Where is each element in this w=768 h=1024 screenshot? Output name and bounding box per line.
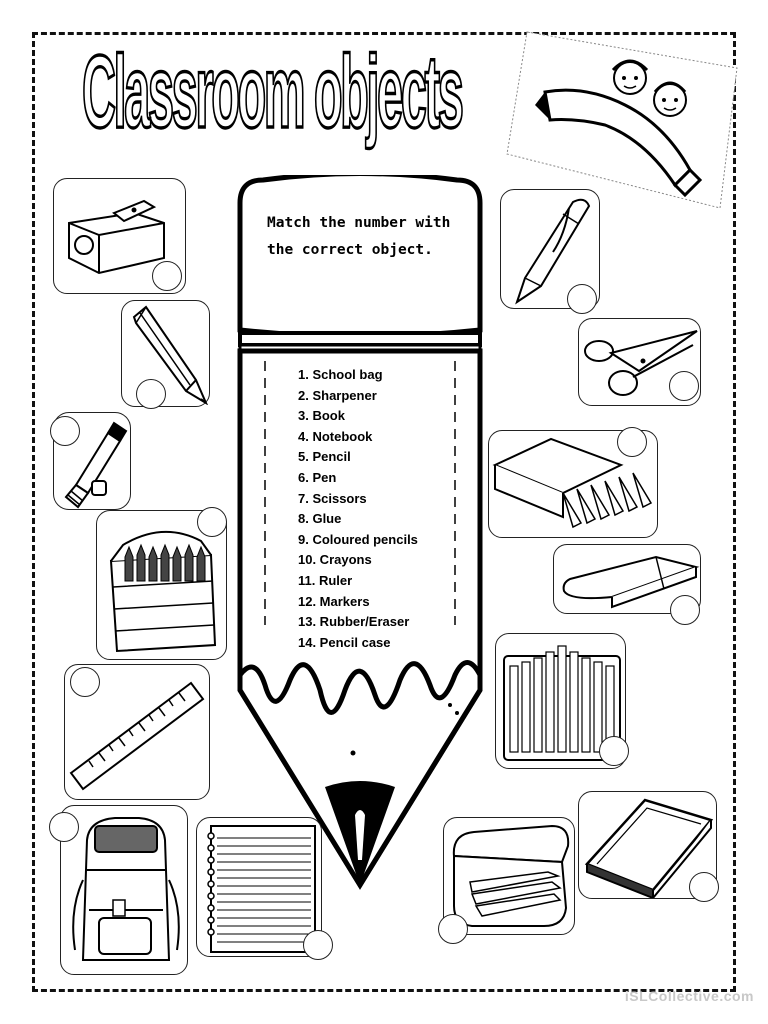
word-list-item: 14. Pencil case xyxy=(298,634,391,650)
answer-circle[interactable] xyxy=(70,667,100,697)
answer-circle[interactable] xyxy=(567,284,597,314)
picture-box-school-bag xyxy=(49,805,188,975)
answer-circle[interactable] xyxy=(669,371,699,401)
glue-stick-icon xyxy=(64,421,128,509)
answer-circle[interactable] xyxy=(197,507,227,537)
eraser-icon xyxy=(562,555,700,609)
central-pencil-shape xyxy=(237,175,483,890)
picture-box-sharpener xyxy=(53,178,186,294)
answer-circle[interactable] xyxy=(438,914,468,944)
answer-circle[interactable] xyxy=(49,812,79,842)
ruler-icon xyxy=(69,681,205,791)
picture-box-notebook xyxy=(196,817,333,960)
instructions-text: Match the number with the correct object… xyxy=(267,215,451,258)
pen-icon xyxy=(515,198,591,305)
picture-box-markers xyxy=(495,633,629,769)
picture-box-eraser xyxy=(553,544,701,625)
picture-box-ruler xyxy=(64,664,210,800)
word-list-item: 13. Rubber/Eraser xyxy=(298,614,410,630)
answer-circle[interactable] xyxy=(599,736,629,766)
word-list-item: 12. Markers xyxy=(298,593,370,609)
picture-box-coloured-pencils xyxy=(488,427,658,538)
word-list-item: 4. Notebook xyxy=(298,428,373,444)
coloured-pencils-icon xyxy=(492,437,653,529)
answer-circle[interactable] xyxy=(617,427,647,457)
word-list-item: 2. Sharpener xyxy=(298,387,377,403)
picture-box-pencil xyxy=(121,300,210,409)
word-list-item: 9. Coloured pencils xyxy=(298,531,418,547)
word-list-item: 7. Scissors xyxy=(298,490,367,506)
answer-circle[interactable] xyxy=(136,379,166,409)
answer-circle[interactable] xyxy=(670,595,700,625)
markers-icon xyxy=(503,645,621,761)
kids-pencil-banner-icon xyxy=(506,31,738,209)
word-list-item: 10. Crayons xyxy=(298,552,372,568)
picture-box-pencil-case xyxy=(438,817,575,944)
word-list: 1. School bag 2. Sharpener 3. Book 4. No… xyxy=(298,365,418,653)
word-list-item: 8. Glue xyxy=(298,511,342,527)
answer-circle[interactable] xyxy=(152,261,182,291)
crayons-icon xyxy=(109,531,217,653)
word-list-item: 1. School bag xyxy=(298,367,383,382)
worksheet-title: Classroom objects xyxy=(81,35,464,150)
picture-box-crayons xyxy=(96,507,227,660)
answer-circle[interactable] xyxy=(689,872,719,902)
school-bag-icon xyxy=(72,817,180,961)
scissors-icon xyxy=(584,330,698,396)
answer-circle[interactable] xyxy=(50,416,80,446)
word-list-item: 3. Book xyxy=(298,408,345,424)
answer-circle[interactable] xyxy=(303,930,333,960)
pencil-case-icon xyxy=(452,824,570,927)
word-list-item: 5. Pencil xyxy=(298,449,351,465)
notebook-icon xyxy=(207,825,316,953)
watermark: iSLCollective.com xyxy=(624,988,754,1004)
pencil-icon xyxy=(132,305,208,405)
word-list-item: 11. Ruler xyxy=(298,572,353,588)
word-list-item: 6. Pen xyxy=(298,469,337,485)
book-icon xyxy=(584,798,714,898)
sharpener-icon xyxy=(68,199,165,275)
picture-box-pen xyxy=(500,189,600,314)
dashed-page-border xyxy=(32,32,736,992)
picture-box-glue xyxy=(50,412,131,510)
picture-box-book xyxy=(578,791,719,902)
picture-box-scissors xyxy=(578,318,701,406)
